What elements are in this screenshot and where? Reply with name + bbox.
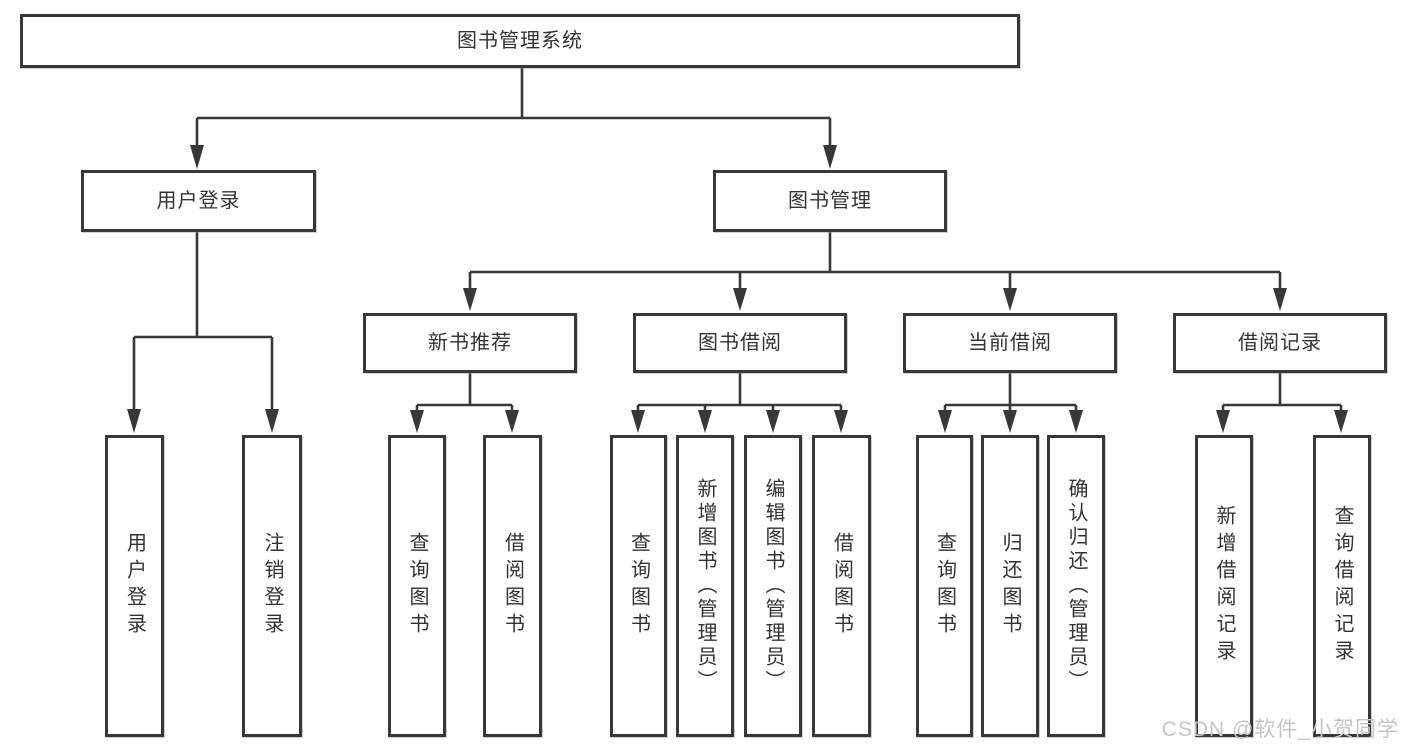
leaf-logout: 注销登录 bbox=[242, 435, 302, 737]
arrowheads bbox=[127, 145, 1348, 433]
leaf-return-book: 归还图书 bbox=[981, 435, 1039, 737]
node-current-borrow: 当前借阅 bbox=[903, 313, 1117, 373]
leaf-query-borrow-record: 查询借阅记录 bbox=[1313, 435, 1371, 737]
node-borrow-record: 借阅记录 bbox=[1173, 313, 1387, 373]
node-library-system: 图书管理系统 bbox=[20, 14, 1020, 68]
node-new-book-recommend: 新书推荐 bbox=[363, 313, 577, 373]
leaf-borrow-book-recommend: 借阅图书 bbox=[483, 435, 542, 737]
leaf-edit-book-admin: 编辑图书（管理员） bbox=[744, 435, 802, 737]
leaf-query-book-recommend: 查询图书 bbox=[388, 435, 446, 737]
leaf-query-book-borrow: 查询图书 bbox=[610, 435, 667, 737]
leaf-borrow-book: 借阅图书 bbox=[812, 435, 871, 737]
node-book-borrow: 图书借阅 bbox=[633, 313, 847, 373]
leaf-confirm-return-admin: 确认归还（管理员） bbox=[1047, 435, 1105, 737]
leaf-add-book-admin: 新增图书（管理员） bbox=[676, 435, 734, 737]
node-user-login: 用户登录 bbox=[81, 170, 316, 232]
node-book-management: 图书管理 bbox=[713, 170, 947, 232]
leaf-user-login: 用户登录 bbox=[105, 435, 164, 737]
leaf-query-book-current: 查询图书 bbox=[916, 435, 973, 737]
leaf-add-borrow-record: 新增借阅记录 bbox=[1195, 435, 1253, 737]
